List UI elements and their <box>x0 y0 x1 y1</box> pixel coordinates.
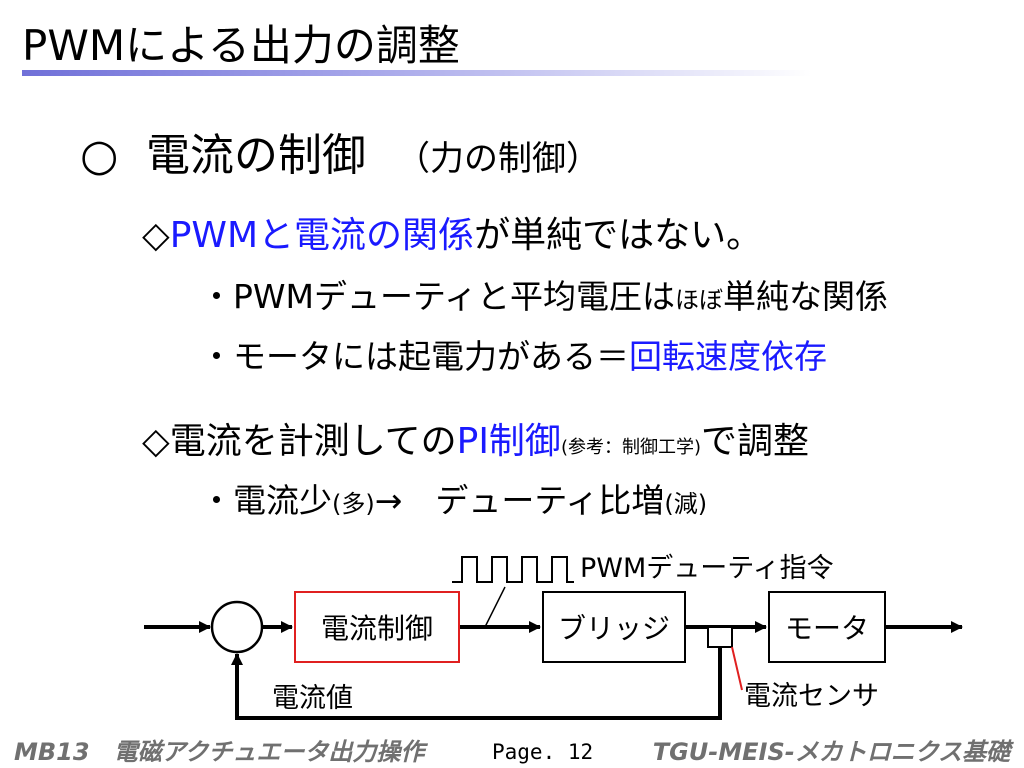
bullet-text-pre: PWMデューティと平均電圧は <box>233 277 676 316</box>
point2-bullet: ・電流少(多)→ デューティ比増(減) <box>200 478 707 527</box>
current-sensor <box>707 626 733 648</box>
point2-paren: (参考：制御工学) <box>560 437 701 458</box>
pwm-waveform <box>452 556 574 583</box>
summing-junction <box>210 600 264 654</box>
bullet-text-highlight: 回転速度依存 <box>629 337 827 376</box>
bullet-text-post: 単純な関係 <box>723 277 889 316</box>
bullet-text-small: ほぼ <box>675 286 724 314</box>
point1-rest: が単純ではない。 <box>474 215 763 256</box>
bullet-mid: → デューティ比増 <box>374 481 665 520</box>
point2-post: で調整 <box>700 421 809 462</box>
page-title: PWMによる出力の調整 <box>22 21 460 70</box>
feedback-path <box>231 647 722 720</box>
bullet-marker: ・ <box>200 337 233 376</box>
point2-pre: 電流を計測しての <box>169 421 457 462</box>
section-heading-text: 電流の制御 <box>146 130 366 181</box>
feedback-label: 電流値 <box>272 683 353 714</box>
pwm-command-label: PWMデューティ指令 <box>580 553 834 584</box>
control-block-diagram <box>144 556 963 720</box>
point2-highlight: PI制御 <box>456 421 561 462</box>
footer-page-number: Page. 12 <box>492 740 594 764</box>
footer-subject: TGU-MEIS-メカトロニクス基礎 <box>652 738 1010 766</box>
bullet-marker: ・ <box>200 277 233 316</box>
footer: MB13 電磁アクチュエータ出力操作 Page. 12 TGU-MEIS-メカト… <box>0 736 1024 768</box>
diamond-marker: ◇ <box>142 215 170 256</box>
bullet-paren-2: (減) <box>664 490 708 518</box>
bullet-marker: ・ <box>200 481 233 520</box>
point1-bullet-1: ・PWMデューティと平均電圧はほぼ単純な関係 <box>200 274 888 323</box>
point2-line: ◇電流を計測してのPI制御(参考：制御工学)で調整 <box>142 418 809 472</box>
title-underline <box>22 70 812 76</box>
current-control-block: 電流制御 <box>294 591 460 663</box>
sensor-leader-line <box>731 646 743 691</box>
point1-bullet-2: ・モータには起電力がある＝回転速度依存 <box>200 334 827 380</box>
pwm-leader-line <box>484 586 506 628</box>
point1-highlight: PWMと電流の関係 <box>169 215 475 256</box>
bridge-block: ブリッジ <box>542 591 686 663</box>
section-subheading: （力の制御） <box>396 139 600 179</box>
current-sensor-label: 電流センサ <box>744 681 879 712</box>
bullet-paren-1: (多) <box>332 490 375 518</box>
bullet-pre: 電流少 <box>233 481 332 520</box>
point1-line: ◇PWMと電流の関係が単純ではない。 <box>142 212 762 260</box>
section-heading: ○ 電流の制御 （力の制御） <box>80 128 600 187</box>
bullet-text-pre: モータには起電力がある＝ <box>233 337 629 376</box>
motor-block: モータ <box>768 591 886 663</box>
circle-marker: ○ <box>80 130 119 181</box>
footer-course: MB13 電磁アクチュエータ出力操作 <box>14 738 425 766</box>
diamond-marker: ◇ <box>142 421 170 462</box>
